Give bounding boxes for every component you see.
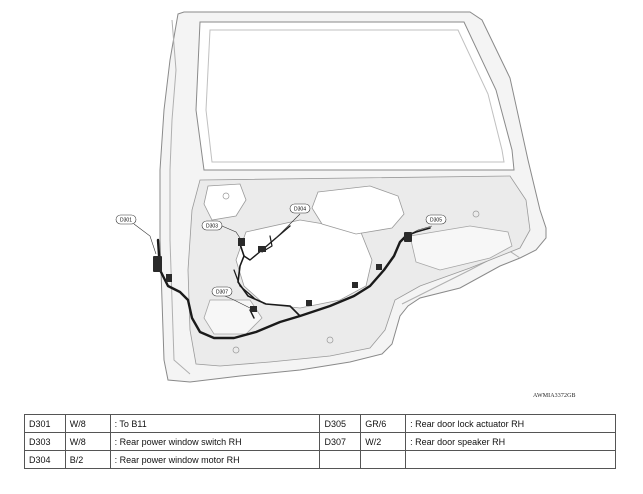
connector-code	[319, 450, 362, 469]
clip	[166, 274, 172, 282]
figure-reference-code: AWMIA3372GB	[533, 393, 576, 399]
clip	[352, 282, 358, 288]
connector-description: : Rear power window switch RH	[109, 432, 321, 451]
connector-description: : Rear door lock actuator RH	[405, 414, 616, 433]
connector-code: D304	[24, 450, 66, 469]
connector-table: D301 W/8 : To B11 D305 GR/6 : Rear door …	[24, 414, 616, 469]
connector-description: : Rear door speaker RH	[405, 432, 616, 451]
connector-body-d304	[258, 246, 266, 252]
clip	[376, 264, 382, 270]
connector-color: B/2	[64, 450, 111, 469]
connector-color: W/8	[64, 414, 111, 433]
callout-d303: D303	[201, 220, 223, 231]
door-harness-diagram: D301 D303 D304 D307 D305	[115, 11, 547, 383]
connector-bodies	[153, 232, 412, 312]
callout-d304: D304	[289, 203, 311, 214]
connector-color: W/8	[64, 432, 111, 451]
svg-text:D301: D301	[120, 218, 132, 224]
svg-text:D304: D304	[294, 207, 306, 213]
table-row: D301 W/8 : To B11 D305 GR/6 : Rear door …	[24, 414, 616, 433]
inner-panel	[187, 175, 531, 367]
connector-description: : To B11	[109, 414, 321, 433]
connector-color	[360, 450, 407, 469]
connector-body-d305	[404, 232, 412, 242]
connector-color: GR/6	[360, 414, 407, 433]
table-row: D303 W/8 : Rear power window switch RH D…	[24, 432, 616, 451]
connector-description: : Rear power window motor RH	[109, 450, 321, 469]
clip	[306, 300, 312, 306]
window-opening	[195, 21, 515, 171]
connector-code: D301	[24, 414, 66, 433]
svg-text:D303: D303	[206, 224, 218, 230]
connector-body-d303	[238, 238, 245, 246]
connector-code: D303	[24, 432, 66, 451]
connector-color: W/2	[360, 432, 407, 451]
svg-text:D305: D305	[430, 218, 442, 224]
callout-d305: D305	[425, 214, 447, 225]
callout-d307: D307	[211, 286, 233, 297]
callout-d301: D301	[115, 214, 137, 225]
svg-text:D307: D307	[216, 290, 228, 296]
table-row: D304 B/2 : Rear power window motor RH	[24, 450, 616, 469]
connector-body-d307	[250, 306, 257, 312]
callout-leaders	[133, 213, 433, 309]
connector-code: D307	[319, 432, 362, 451]
connector-code: D305	[319, 414, 362, 433]
connector-description	[405, 450, 616, 469]
connector-body-d301	[153, 256, 162, 272]
